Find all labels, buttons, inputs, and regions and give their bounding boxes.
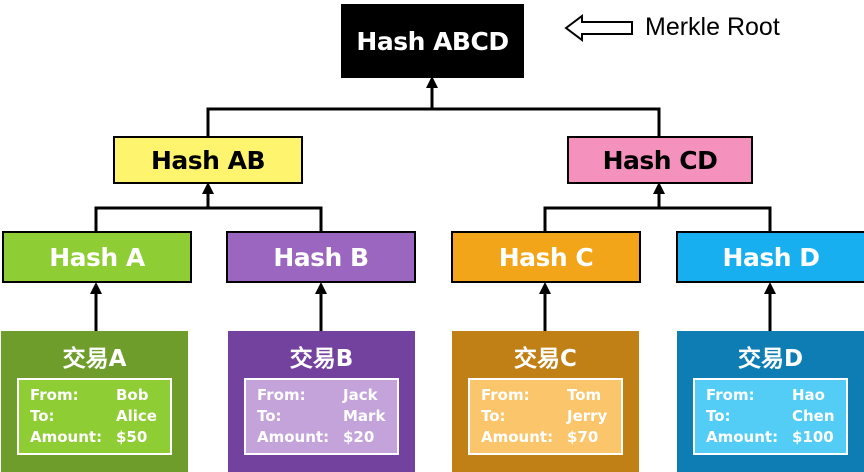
hash-cd-node: Hash CD xyxy=(567,136,753,184)
hash-b-node: Hash B xyxy=(226,231,416,283)
transaction-d: 交易D From: Hao To: Chen Amount: $100 xyxy=(677,331,864,472)
amount-value: $100 xyxy=(792,428,834,446)
transaction-title: 交易D xyxy=(737,346,804,372)
merkle-root-pointer-arrow xyxy=(564,14,633,42)
connector-ab-children xyxy=(94,206,323,231)
amount-value: $20 xyxy=(343,428,375,446)
connector-root-children xyxy=(206,107,661,136)
to-value: Mark xyxy=(343,407,386,425)
from-label: From: xyxy=(706,386,755,404)
to-label: To: xyxy=(481,407,506,425)
transaction-a: 交易A From: Bob To: Alice Amount: $50 xyxy=(1,331,188,472)
transaction-c: 交易C From: Tom To: Jerry Amount: $70 xyxy=(452,331,639,472)
transaction-details: From: Hao To: Chen Amount: $100 xyxy=(693,378,848,455)
to-value: Alice xyxy=(116,407,157,425)
from-value: Tom xyxy=(567,386,602,404)
amount-value: $50 xyxy=(116,428,148,446)
to-label: To: xyxy=(706,407,731,425)
from-value: Jack xyxy=(343,386,378,404)
from-value: Bob xyxy=(116,386,149,404)
to-label: To: xyxy=(30,407,55,425)
transaction-details: From: Jack To: Mark Amount: $20 xyxy=(244,378,399,455)
merkle-root-label: Merkle Root xyxy=(645,13,780,41)
transaction-details: From: Tom To: Jerry Amount: $70 xyxy=(468,378,623,455)
from-value: Hao xyxy=(792,386,825,404)
connector-cd-children xyxy=(543,206,772,231)
amount-label: Amount: xyxy=(481,428,554,446)
hash-ab-node: Hash AB xyxy=(113,136,303,184)
amount-value: $70 xyxy=(567,428,599,446)
from-label: From: xyxy=(30,386,79,404)
transaction-title: 交易B xyxy=(289,346,354,372)
to-value: Chen xyxy=(792,407,835,425)
hash-c-node: Hash C xyxy=(451,231,641,283)
to-value: Jerry xyxy=(567,407,608,425)
amount-label: Amount: xyxy=(30,428,103,446)
to-label: To: xyxy=(257,407,282,425)
transaction-details: From: Bob To: Alice Amount: $50 xyxy=(17,378,172,455)
transaction-b: 交易B From: Jack To: Mark Amount: $20 xyxy=(228,331,415,472)
hash-a-node: Hash A xyxy=(2,231,192,283)
hash-d-node: Hash D xyxy=(676,231,864,283)
from-label: From: xyxy=(481,386,530,404)
amount-label: Amount: xyxy=(706,428,779,446)
transaction-title: 交易A xyxy=(62,346,127,372)
hash-abcd-node: Hash ABCD xyxy=(341,4,524,78)
from-label: From: xyxy=(257,386,306,404)
transaction-title: 交易C xyxy=(514,346,577,372)
amount-label: Amount: xyxy=(257,428,330,446)
